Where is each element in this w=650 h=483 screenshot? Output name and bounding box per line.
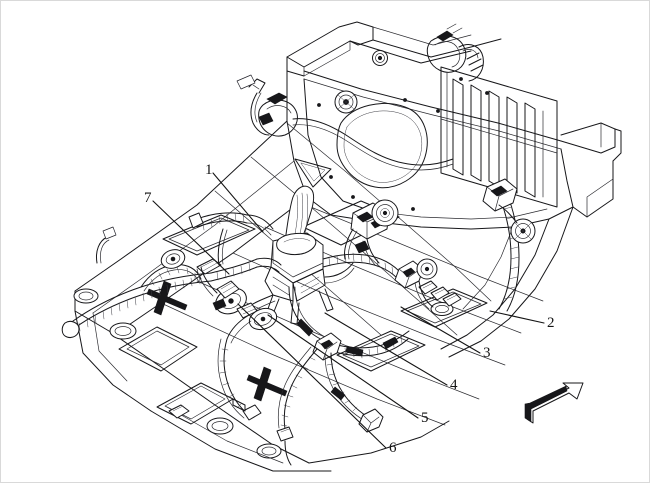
center-floor-grommet bbox=[248, 307, 278, 331]
right-sill-round-connector bbox=[510, 218, 536, 244]
callout-1: 1 bbox=[205, 162, 213, 178]
floor-grommet-left bbox=[73, 288, 99, 304]
circular-ring-connector bbox=[371, 199, 399, 227]
right-sill-harness bbox=[394, 178, 536, 312]
floor-grommet-right bbox=[430, 302, 454, 316]
callout-4: 4 bbox=[450, 377, 458, 393]
floor-grommet-lower-center bbox=[256, 443, 282, 459]
left-sill-harness bbox=[61, 226, 258, 338]
callout-7-leader bbox=[152, 200, 230, 275]
right-center-connector-assembly bbox=[344, 199, 399, 266]
callout-2: 2 bbox=[547, 315, 555, 331]
lower-harness-end-connector bbox=[358, 408, 384, 433]
callout-6: 6 bbox=[389, 440, 397, 456]
vehicle-forward-arrow bbox=[524, 382, 584, 424]
callout-5: 5 bbox=[421, 410, 429, 426]
callout-3-leader bbox=[400, 306, 481, 354]
conduit-ribs-center bbox=[328, 252, 394, 276]
upper-left-harness-branch bbox=[188, 212, 274, 266]
rear-harness-grommet bbox=[426, 23, 484, 82]
seat-anchor-bracket-center bbox=[246, 366, 288, 402]
left-firewall-connector-cluster bbox=[236, 74, 298, 137]
floor-grommet-lower-left bbox=[206, 417, 234, 435]
panel-pass-through-grommet bbox=[334, 90, 358, 114]
floor-pan bbox=[73, 120, 574, 472]
callout-leader-lines bbox=[152, 172, 545, 449]
right-sill-upper-connector bbox=[482, 178, 518, 212]
seat-anchor-bracket-left bbox=[146, 280, 188, 316]
callout-5-leader bbox=[267, 314, 419, 419]
conduit-ribs-left bbox=[78, 275, 201, 332]
callout-6-leader bbox=[237, 303, 387, 449]
left-sill-connector bbox=[160, 249, 186, 269]
front-seat-track-detail bbox=[156, 382, 246, 425]
floor-grommet-mid bbox=[109, 322, 137, 340]
lower-left-connector-cluster bbox=[212, 280, 258, 319]
floor-harness-elbow-connector bbox=[312, 332, 342, 361]
rear-body-panel bbox=[286, 21, 622, 230]
sill-retainer-clips bbox=[418, 280, 462, 307]
callout-7: 7 bbox=[144, 190, 152, 206]
callout-2-leader bbox=[489, 310, 545, 324]
callout-4-leader bbox=[324, 312, 448, 386]
conduit-ribs-right bbox=[503, 206, 520, 300]
center-floor-harness bbox=[196, 252, 400, 344]
callout-1-leader bbox=[212, 172, 264, 233]
rocker-connector-group bbox=[394, 258, 438, 289]
callout-3: 3 bbox=[483, 345, 491, 361]
panel-secondary-grommet bbox=[372, 50, 388, 66]
